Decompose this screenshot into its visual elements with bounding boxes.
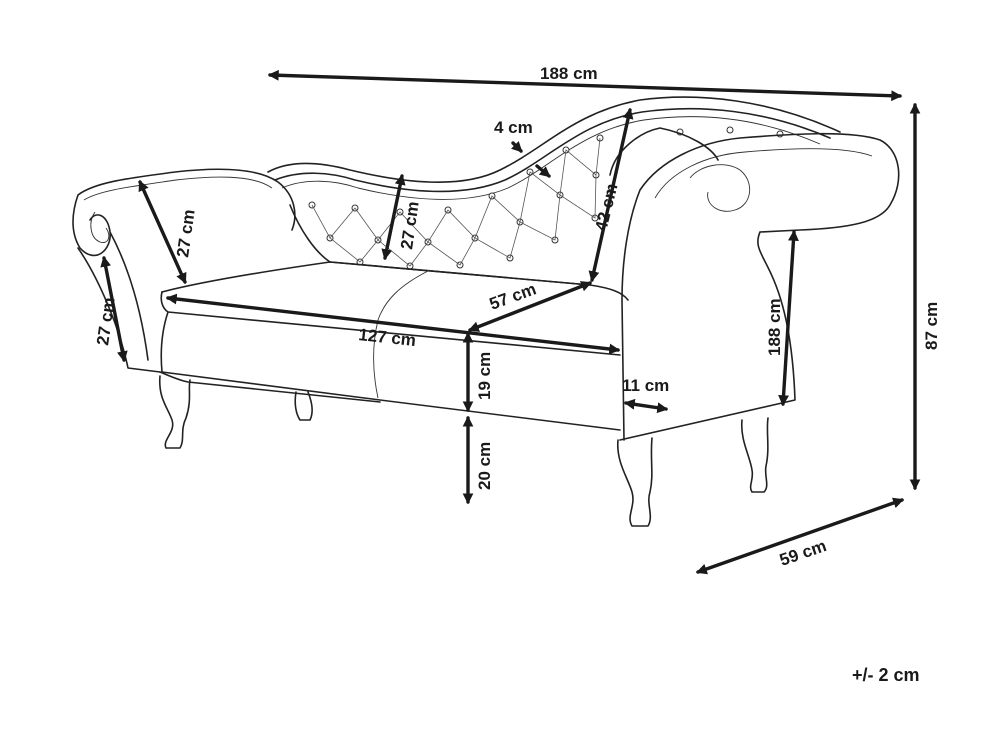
tolerance-note: +/- 2 cm xyxy=(852,665,920,685)
arrow-seat-width xyxy=(165,293,621,355)
label-seat-length: 188 cm xyxy=(765,298,784,356)
arrow-overall-depth xyxy=(695,497,905,575)
backrest-bottom-edge xyxy=(289,204,591,286)
dimension-labels: 188 cm 87 cm 59 cm 4 cm 27 cm 27 cm 27 c… xyxy=(93,64,941,685)
tufting-buttons xyxy=(308,126,784,270)
label-overall-height: 87 cm xyxy=(922,302,941,350)
arrow-overall-width xyxy=(267,69,903,102)
label-arm-width: 11 cm xyxy=(622,376,669,395)
label-backrest-thickness: 4 cm xyxy=(494,118,533,137)
label-seat-depth: 57 cm xyxy=(487,279,539,313)
arrow-left-arm-height xyxy=(100,255,128,363)
arrow-arm-width xyxy=(623,398,669,414)
right-arm-scroll xyxy=(689,164,750,212)
right-arm-piping xyxy=(654,148,873,199)
seat-top-outline xyxy=(161,261,629,301)
arrow-backrest-height xyxy=(381,173,406,261)
leg-front-left xyxy=(158,375,191,449)
leg-front-right xyxy=(617,437,653,527)
label-overall-width: 188 cm xyxy=(540,64,598,83)
left-arm-outline xyxy=(72,168,296,373)
label-seat-width: 127 cm xyxy=(358,325,417,350)
label-seat-cushion-height: 19 cm xyxy=(475,352,494,400)
label-left-arm-depth: 27 cm xyxy=(173,208,199,258)
arrow-backrest-thickness xyxy=(510,140,523,153)
label-left-arm-height: 27 cm xyxy=(93,296,119,346)
backrest-inner-edge xyxy=(274,107,831,193)
backrest-piping xyxy=(281,116,821,200)
leg-back-left xyxy=(294,391,313,421)
dimension-lines xyxy=(100,69,921,575)
left-arm-scroll xyxy=(90,211,110,244)
legs xyxy=(158,375,769,527)
seat-base-edge xyxy=(159,371,381,403)
backrest-top-outline xyxy=(267,96,841,183)
left-arm-piping xyxy=(83,176,273,201)
arrow-left-arm-depth xyxy=(138,180,187,284)
label-leg-height: 20 cm xyxy=(475,442,494,490)
arrow-backrest-thickness-2 xyxy=(535,164,551,178)
label-backrest-height: 27 cm xyxy=(397,200,423,250)
leg-back-right xyxy=(740,417,769,493)
arrow-seat-length xyxy=(778,229,799,407)
tufting-lines xyxy=(311,137,601,267)
right-pillow xyxy=(609,127,719,176)
arrow-backrest-height-right xyxy=(588,107,634,283)
